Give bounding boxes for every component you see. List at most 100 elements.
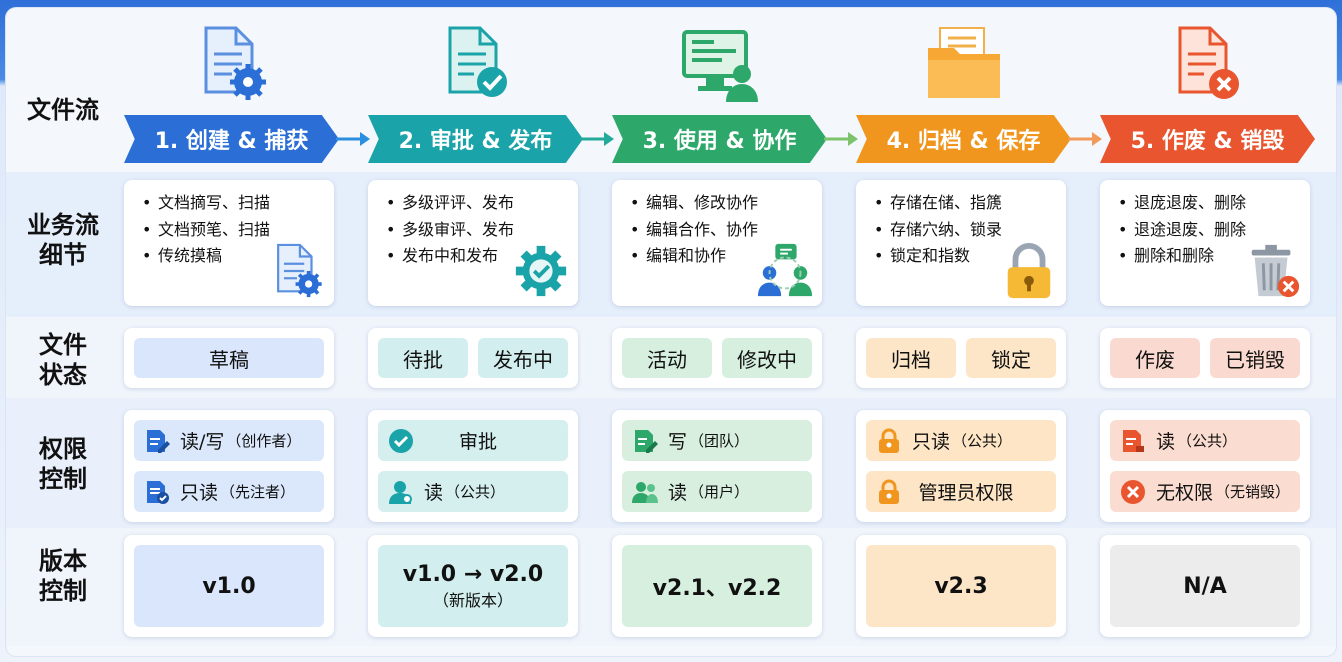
trash-icon: [1244, 242, 1302, 300]
detail-card: 退庞退废、删除退途退废、删除删除和删除: [1100, 180, 1310, 306]
detail-item: 锁定和指数: [874, 243, 1066, 270]
permission-row: 审批: [378, 420, 568, 461]
status-badge: 作废: [1110, 338, 1200, 378]
stage-chevron-4: 4. 归档 & 保存: [856, 115, 1071, 163]
version-note: （新版本）: [432, 590, 513, 610]
status-card: 作废已销毁: [1100, 328, 1310, 388]
lock-icon: [876, 479, 902, 505]
permission-label: 只读: [180, 482, 219, 504]
version-number: v2.3: [934, 573, 988, 599]
permission-card: 写（团队） 读（用户）: [612, 410, 822, 522]
detail-item: 传统摸稿: [142, 243, 334, 270]
delete-document-icon: [1168, 24, 1248, 104]
lock-icon: [876, 428, 902, 454]
version-box: v2.1、v2.2: [622, 545, 812, 627]
stage-chevron-3: 3. 使用 & 协作: [612, 115, 827, 163]
status-badge: 锁定: [966, 338, 1056, 378]
detail-item: 编辑、修改协作: [630, 190, 822, 217]
version-box: v2.3: [866, 545, 1056, 627]
padlock-icon: [1000, 242, 1058, 300]
version-card: v2.1、v2.2: [612, 535, 822, 637]
permission-label: 无权限: [1156, 482, 1214, 504]
version-box: N/A: [1110, 545, 1300, 627]
permission-row: 管理员权限: [866, 471, 1056, 512]
status-badge: 活动: [622, 338, 712, 378]
monitor-user-icon: [680, 24, 760, 104]
permission-scope: （团队）: [689, 432, 750, 450]
flow-arrow-icon: [1068, 130, 1104, 148]
stage-chevron-5: 5. 作废 & 销毁: [1100, 115, 1315, 163]
detail-list: 多级评评、发布多级审评、发布发布中和发布: [368, 190, 578, 270]
user-icon: [388, 479, 414, 505]
permission-label: 写: [668, 431, 688, 453]
detail-list: 存储在储、指篪存储穴纳、锁录锁定和指数: [856, 190, 1066, 270]
permission-row: 读（用户）: [622, 471, 812, 512]
version-number: v2.1、v2.2: [652, 576, 782, 601]
permission-row: 写（团队）: [622, 420, 812, 461]
users-icon: [632, 479, 658, 505]
permission-label: 读: [424, 482, 444, 504]
document-gear-icon: [192, 24, 272, 104]
folder-icon: [924, 24, 1004, 104]
permission-scope: （无销毁）: [1215, 483, 1291, 501]
status-badge: 草稿: [134, 338, 324, 378]
detail-card: 多级评评、发布多级审评、发布发布中和发布: [368, 180, 578, 306]
detail-item: 退途退废、删除: [1118, 217, 1310, 244]
checked-document-icon: [144, 479, 170, 505]
permission-scope: （创作者）: [226, 432, 302, 450]
detail-item: 文档摘写、扫描: [142, 190, 334, 217]
permission-scope: （公共）: [952, 432, 1013, 450]
status-card: 活动修改中: [612, 328, 822, 388]
version-box: v1.0 → v2.0 （新版本）: [378, 545, 568, 627]
row-label-flow: 文件流: [27, 96, 99, 124]
permission-scope: （公共）: [445, 483, 506, 501]
detail-list: 退庞退废、删除退途退废、删除删除和删除: [1100, 190, 1310, 270]
version-card: v1.0: [124, 535, 334, 637]
permission-row: 只读（公共）: [866, 420, 1056, 461]
detail-item: 文档预笔、扫描: [142, 217, 334, 244]
detail-item: 多级审评、发布: [386, 217, 578, 244]
version-card: N/A: [1100, 535, 1310, 637]
status-card: 归档锁定: [856, 328, 1066, 388]
permission-label: 读: [1156, 431, 1176, 453]
permission-scope: （先注者）: [220, 483, 296, 501]
permission-row: 读（公共）: [378, 471, 568, 512]
detail-item: 编辑合作、协作: [630, 217, 822, 244]
version-number: v1.0 → v2.0: [402, 561, 544, 587]
permission-label: 只读: [912, 431, 951, 453]
status-badge: 发布中: [478, 338, 568, 378]
detail-item: 存储在储、指篪: [874, 190, 1066, 217]
version-card: v2.3: [856, 535, 1066, 637]
detail-item: 多级评评、发布: [386, 190, 578, 217]
row-label-detail: 业务流细节: [27, 211, 99, 269]
document-gear-icon: [268, 242, 326, 300]
detail-item: 编辑和协作: [630, 243, 822, 270]
permission-card: 只读（公共） 管理员权限: [856, 410, 1066, 522]
row-label-permission: 权限控制: [39, 435, 87, 493]
permission-row: 无权限（无销毁）: [1110, 471, 1300, 512]
detail-card: 存储在储、指篪存储穴纳、锁录锁定和指数: [856, 180, 1066, 306]
stage-chevron-2: 2. 审批 & 发布: [368, 115, 583, 163]
edit-document-icon: [144, 428, 170, 454]
status-card: 草稿: [124, 328, 334, 388]
permission-label: 管理员权限: [918, 482, 1014, 504]
permission-label: 读/写: [180, 431, 225, 453]
version-number: v1.0: [202, 573, 256, 599]
permission-card: 审批读（公共）: [368, 410, 578, 522]
detail-item: 发布中和发布: [386, 243, 578, 270]
read-document-icon: [1120, 428, 1146, 454]
detail-list: 文档摘写、扫描文档预笔、扫描传统摸稿: [124, 190, 334, 270]
stage-chevron-1: 1. 创建 & 捕获: [124, 115, 339, 163]
gear-check-icon: [512, 242, 570, 300]
detail-item: 退庞退废、删除: [1118, 190, 1310, 217]
permission-card: 读/写（创作者） 只读（先注者）: [124, 410, 334, 522]
version-box: v1.0: [134, 545, 324, 627]
check-circle-icon: [388, 428, 414, 454]
detail-list: 编辑、修改协作编辑合作、协作编辑和协作: [612, 190, 822, 270]
permission-card: 读（公共）无权限（无销毁）: [1100, 410, 1310, 522]
status-badge: 已销毁: [1210, 338, 1300, 378]
detail-card: 文档摘写、扫描文档预笔、扫描传统摸稿: [124, 180, 334, 306]
permission-row: 读/写（创作者）: [134, 420, 324, 461]
team-chat-icon: [756, 242, 814, 300]
detail-item: 存储穴纳、锁录: [874, 217, 1066, 244]
